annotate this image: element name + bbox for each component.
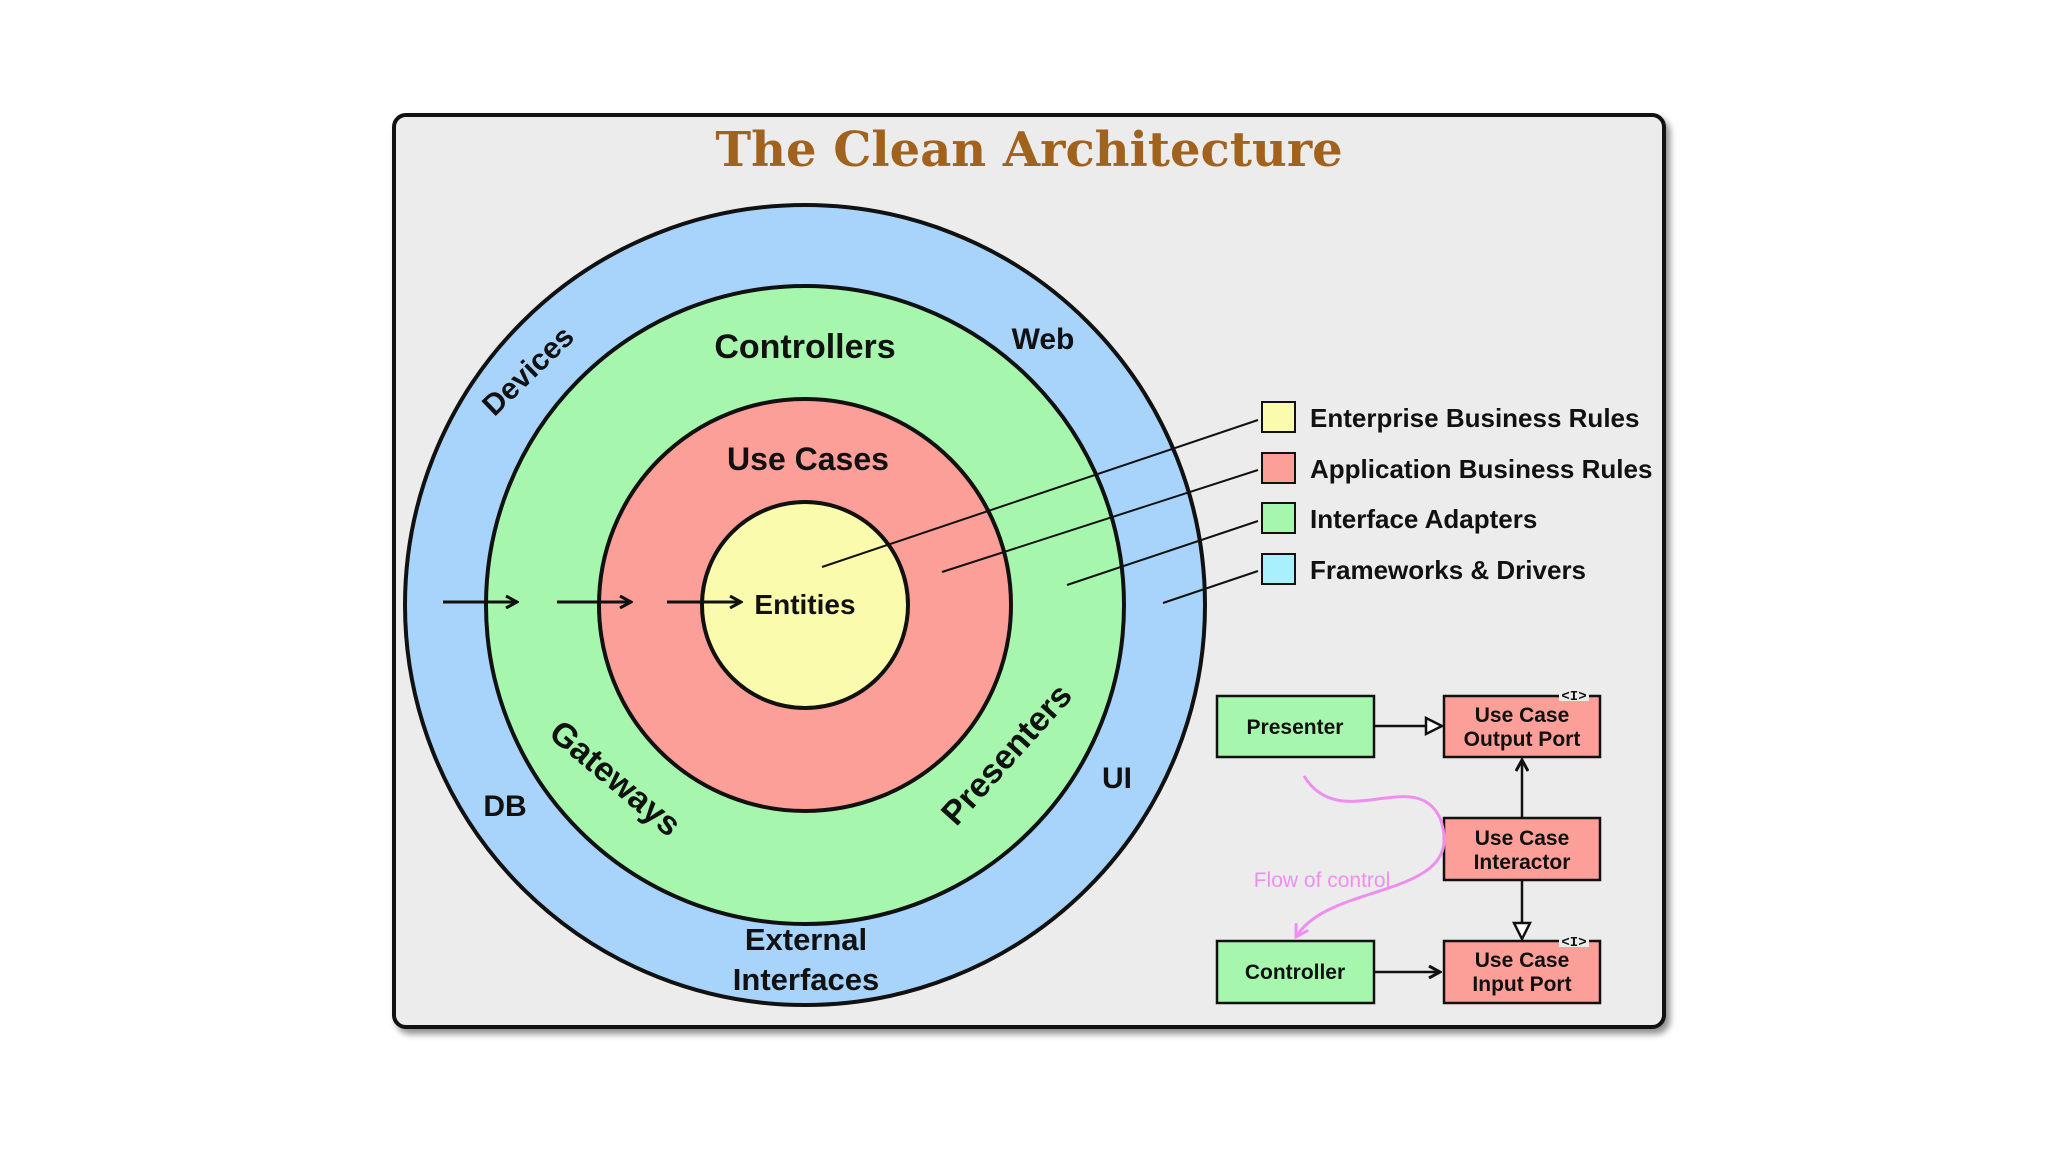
legend-label-application: Application Business Rules [1310,454,1652,484]
input-port-label-line2: Input Port [1472,973,1571,996]
db-label: DB [483,790,526,823]
flow-of-control-label: Flow of control [1254,869,1391,892]
legend-swatch-frameworks [1261,553,1296,585]
legend-swatch-application [1261,452,1296,484]
output-port-label-line2: Output Port [1464,728,1581,751]
legend-swatch-enterprise [1261,401,1296,433]
external-interfaces-label-line1: External [745,922,867,957]
external-interfaces-label-line2: Interfaces [733,962,879,997]
legend-leader-line [1066,520,1259,586]
input-port-box [1442,939,1602,1005]
enterprise-business-rules-circle [700,500,910,710]
legend-label-enterprise: Enterprise Business Rules [1310,403,1639,433]
ui-label: UI [1102,762,1132,795]
legend-label-adapters: Interface Adapters [1310,504,1537,534]
flow-of-control-curve [1296,775,1446,937]
input-port-label-line1: Use Case [1475,949,1570,972]
controllers-label: Controllers [714,328,895,366]
interface-marker: <I> [1561,935,1586,951]
presenter-box-label: Presenter [1247,716,1344,739]
flow-diagram: Presenter Use Case Output Port <I> Use C… [1215,687,1602,1005]
entities-label: Entities [754,589,855,620]
web-label: Web [1012,323,1075,356]
legend-label-frameworks: Frameworks & Drivers [1310,555,1586,585]
legend-leader-line [1162,570,1259,604]
controller-box-label: Controller [1245,961,1345,984]
legend-swatch-adapters [1261,502,1296,534]
output-port-box [1442,694,1602,759]
page-title: The Clean Architecture [715,122,1343,178]
interactor-label-line1: Use Case [1475,827,1570,850]
interactor-label-line2: Interactor [1474,851,1571,874]
output-port-label-line1: Use Case [1475,704,1570,727]
use-cases-label: Use Cases [727,441,889,477]
interface-marker-bg [1559,687,1589,701]
interface-marker-bg [1559,933,1589,947]
legend-leader-line [941,469,1259,573]
legend-leader-line [821,419,1259,568]
interface-marker: <I> [1561,689,1586,705]
legend: Enterprise Business Rules Application Bu… [1261,401,1652,585]
